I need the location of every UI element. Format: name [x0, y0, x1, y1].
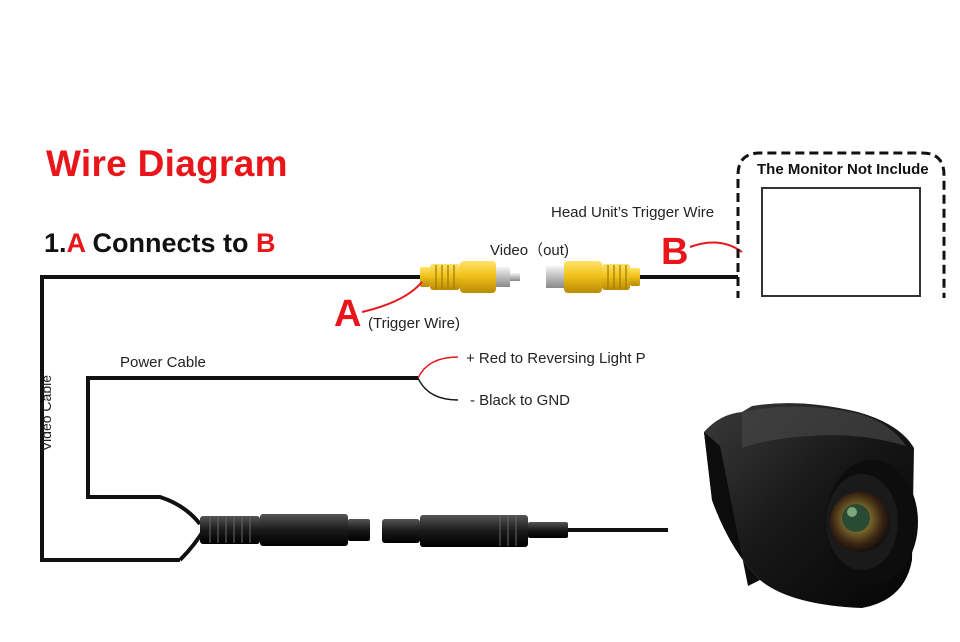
- video-out-label: Video（out): [490, 242, 569, 259]
- trigger-wire-label: (Trigger Wire): [368, 315, 460, 332]
- connector-plug-right: [382, 515, 568, 547]
- connector-plug-left: [200, 514, 370, 546]
- rca-connector-female: [546, 261, 640, 293]
- pointer-b: [689, 241, 743, 253]
- diagram-title: Wire Diagram: [46, 143, 288, 184]
- subtitle-letter-a: A: [66, 228, 86, 258]
- pointer-a: [361, 281, 423, 313]
- letter-a-marker: A: [334, 293, 362, 335]
- diagram-subtitle: 1.A Connects to B: [44, 228, 276, 259]
- power-cable-label: Power Cable: [120, 354, 206, 371]
- monitor-dashed-frame: [736, 151, 946, 300]
- power-split-wires: [417, 356, 459, 401]
- letter-b-marker: B: [661, 231, 689, 273]
- monitor-label: The Monitor Not Include: [757, 161, 929, 178]
- video-cable-label: Video Cable: [38, 374, 54, 452]
- subtitle-prefix: 1.: [44, 228, 67, 258]
- red-wire-label: + Red to Reversing Light P: [466, 350, 646, 367]
- black-wire-label: - Black to GND: [470, 392, 571, 409]
- video-cable: [40, 275, 423, 562]
- head-unit-trigger-label: Head Unit’s Trigger Wire: [551, 204, 715, 221]
- subtitle-middle: Connects to: [85, 228, 257, 258]
- monitor-screen: [761, 187, 921, 297]
- rca-connector-male: [420, 261, 520, 293]
- rear-camera-image: [704, 403, 918, 608]
- subtitle-letter-b: B: [256, 228, 276, 258]
